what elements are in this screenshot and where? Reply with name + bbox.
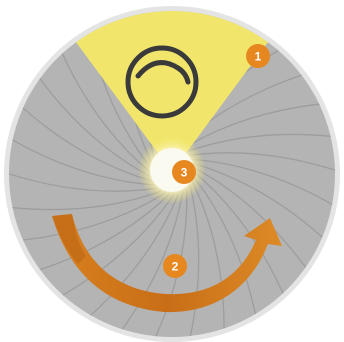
marker-badge-2: 2 — [163, 254, 187, 278]
marker-label-3: 3 — [181, 166, 188, 180]
marker-badge-1: 1 — [246, 44, 270, 68]
marker-label-1: 1 — [255, 50, 262, 64]
marker-label-2: 2 — [172, 260, 179, 274]
marker-badge-3: 3 — [172, 160, 196, 184]
